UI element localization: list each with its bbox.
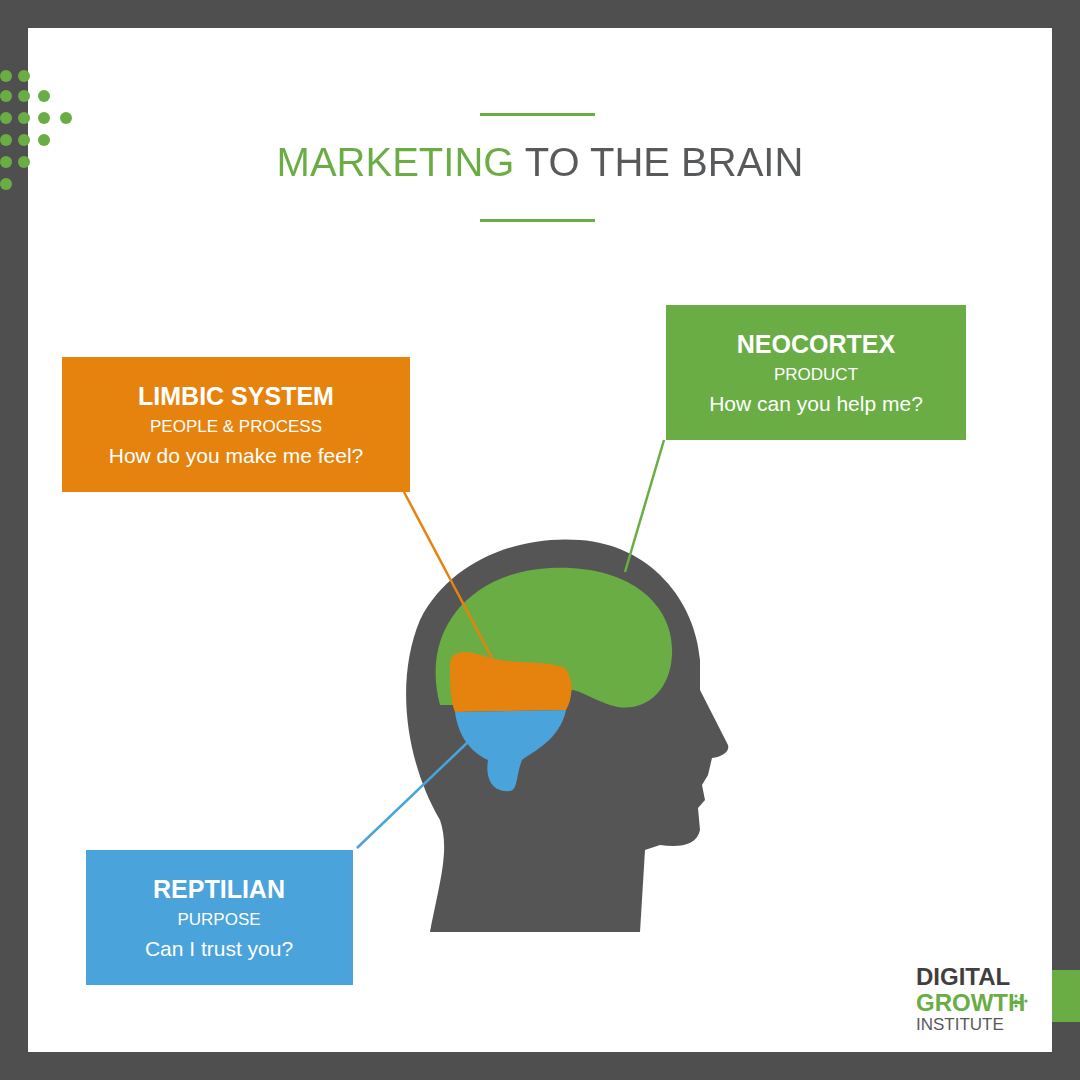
logo-text: INSTITUTE — [916, 1016, 1004, 1034]
title-area: MARKETING TO THE BRAIN — [0, 138, 1080, 186]
logo-text: GROWTH — [916, 990, 1025, 1015]
box-subheading: PRODUCT — [774, 365, 858, 385]
box-subheading: PEOPLE & PROCESS — [150, 417, 322, 437]
title-rule — [480, 113, 595, 116]
leader-line — [357, 742, 468, 848]
box-heading: LIMBIC SYSTEM — [138, 381, 334, 411]
box-subheading: PURPOSE — [177, 910, 260, 930]
accent-bar — [1052, 970, 1080, 1022]
leader-line — [404, 492, 492, 658]
box-question: How can you help me? — [709, 391, 923, 416]
callout-box: LIMBIC SYSTEM PEOPLE & PROCESS How do you … — [62, 357, 410, 492]
reptilian-region — [455, 710, 566, 791]
callout-box: NEOCORTEX PRODUCT How can you help me? — [666, 305, 966, 440]
box-question: Can I trust you? — [145, 936, 293, 961]
head-silhouette — [406, 539, 728, 932]
dot-arrow — [0, 70, 72, 190]
limbic-region — [450, 652, 572, 712]
title-rule — [480, 219, 595, 222]
callout-box: REPTILIAN PURPOSE Can I trust you? — [86, 850, 353, 985]
leader-line — [625, 440, 664, 572]
box-heading: REPTILIAN — [153, 874, 285, 904]
panel — [28, 28, 1052, 1052]
logo-text: DIGITAL — [916, 964, 1010, 989]
box-heading: NEOCORTEX — [737, 329, 895, 359]
box-question: How do you make me feel? — [109, 443, 363, 468]
diagram-title: MARKETING TO THE BRAIN — [277, 138, 804, 186]
